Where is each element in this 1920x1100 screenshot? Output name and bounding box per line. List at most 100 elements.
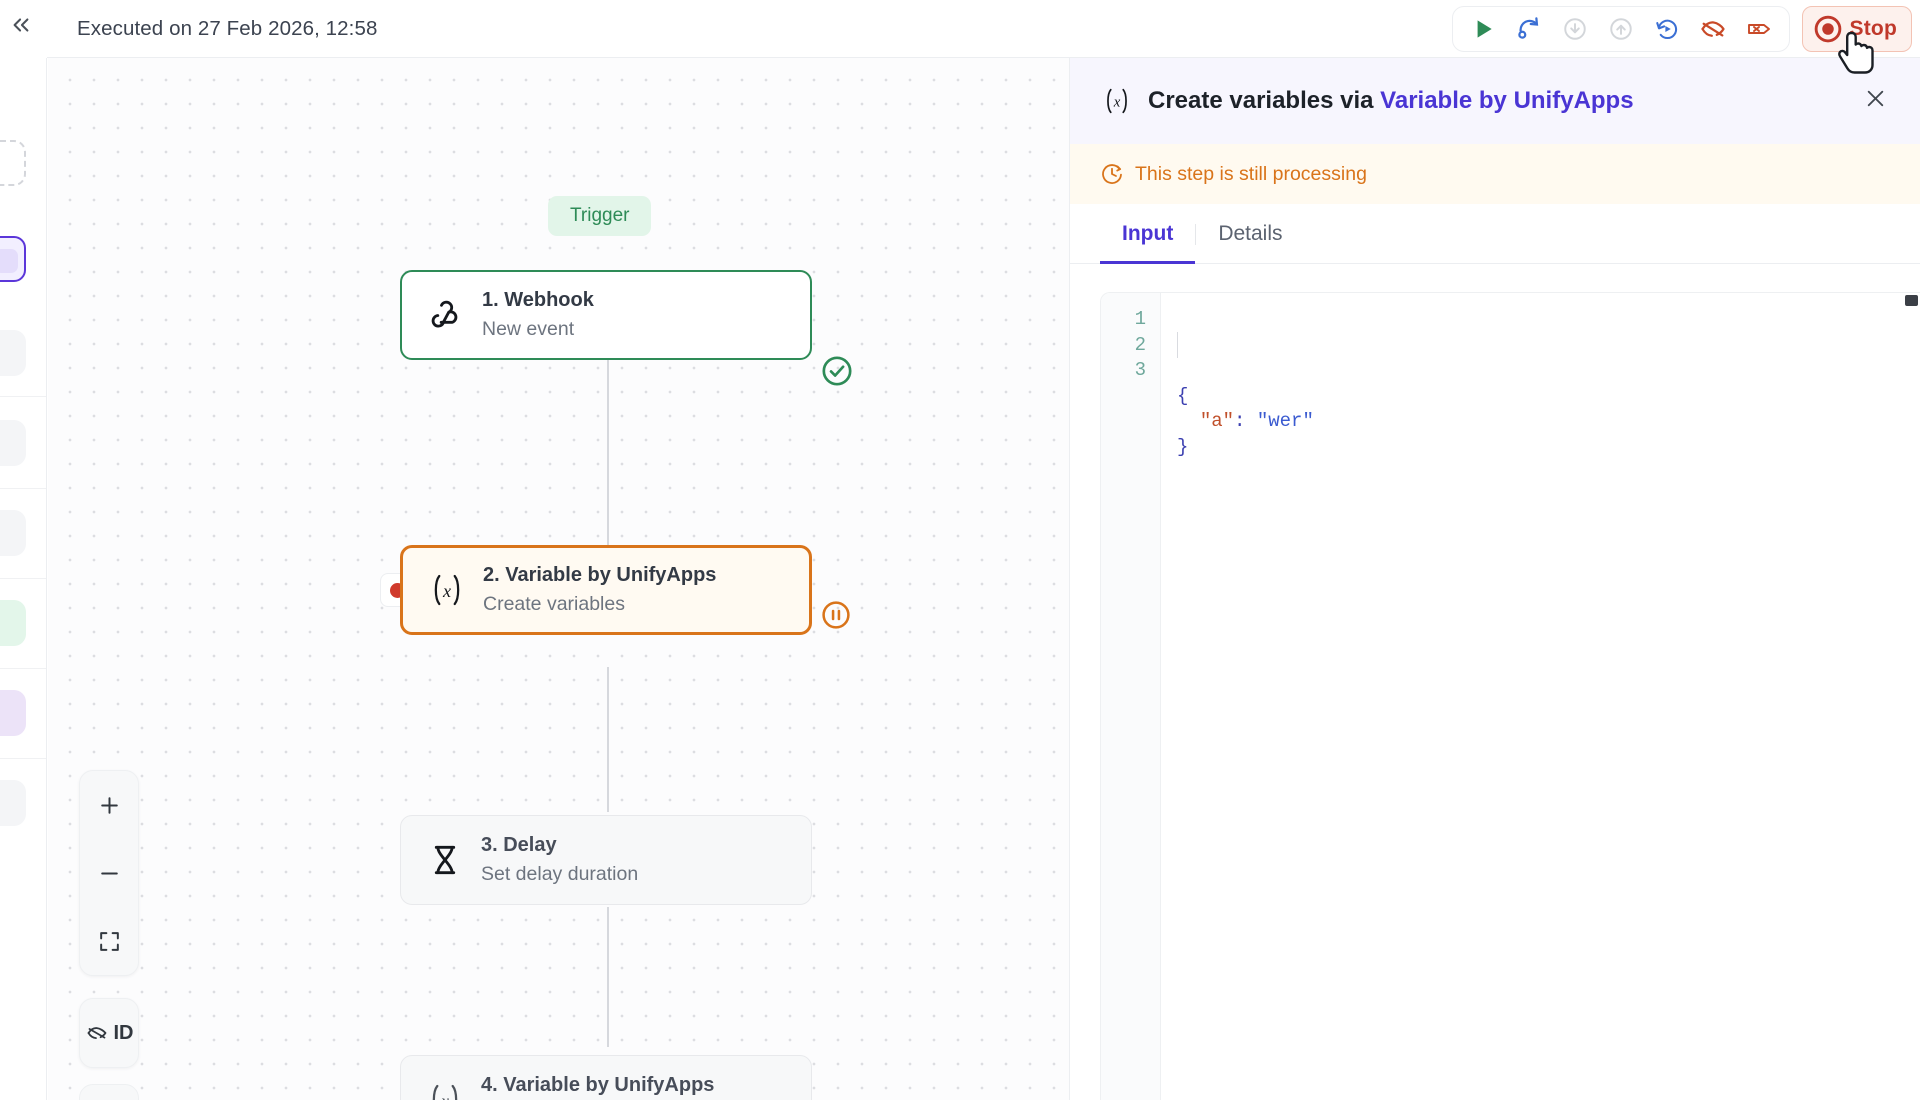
node-title: 4. Variable by UnifyApps xyxy=(481,1074,715,1097)
code-scrollbar-thumb[interactable] xyxy=(1905,295,1918,306)
hide-button[interactable] xyxy=(1693,12,1733,46)
node-title: 2. Variable by UnifyApps xyxy=(483,564,717,587)
action-icon-group xyxy=(1451,5,1790,52)
sidebar-item-placeholder[interactable] xyxy=(0,140,26,186)
node-subtitle: Create variables xyxy=(483,593,625,616)
sidebar-item-3[interactable] xyxy=(0,510,26,556)
sidebar-item-4[interactable] xyxy=(0,600,26,646)
fit-view-button[interactable] xyxy=(80,907,138,975)
svg-text:x: x xyxy=(440,1091,449,1100)
code-token: "a" xyxy=(1199,410,1235,432)
run-icon xyxy=(1477,19,1492,38)
eye-off-icon xyxy=(87,1027,106,1039)
processing-banner: This step is still processing xyxy=(1070,144,1920,204)
close-panel-button[interactable] xyxy=(1859,82,1892,120)
workflow-node-delay[interactable]: 3. Delay Set delay duration xyxy=(400,815,812,905)
node-text: 2. Variable by UnifyApps Create variable… xyxy=(483,561,716,618)
code-token: } xyxy=(1177,435,1189,458)
node-text: 4. Variable by UnifyApps Update variable… xyxy=(481,1071,714,1100)
step-detail-title-link[interactable]: Variable by UnifyApps xyxy=(1380,87,1634,114)
code-line: { xyxy=(1177,384,1920,410)
node-text: 3. Delay Set delay duration xyxy=(481,831,638,888)
step-detail-title-prefix: Create variables via xyxy=(1148,87,1381,114)
eye-off-icon xyxy=(1700,20,1725,37)
collapse-sidebar-button[interactable] xyxy=(4,8,38,42)
sidebar-item-5[interactable] xyxy=(0,690,26,736)
sidebar-item-active[interactable] xyxy=(0,236,26,282)
code-content[interactable]: { "a": "wer"} xyxy=(1161,293,1920,1100)
code-token: { xyxy=(1177,384,1189,407)
detail-tabs: Input Details xyxy=(1070,204,1920,264)
node-status-done xyxy=(820,354,854,393)
upload-button[interactable] xyxy=(1601,12,1641,46)
node-title: 1. Webhook xyxy=(482,289,594,312)
clock-icon xyxy=(1102,164,1122,184)
processing-banner-text: This step is still processing xyxy=(1135,162,1367,185)
zoom-out-button[interactable] xyxy=(80,839,138,907)
pause-circle-icon xyxy=(822,601,850,629)
code-token: "wer" xyxy=(1256,410,1314,432)
retry-icon xyxy=(1518,17,1539,39)
sidebar-item-1[interactable] xyxy=(0,330,26,376)
node-subtitle: Set delay duration xyxy=(481,863,639,886)
variable-icon: x xyxy=(419,1079,471,1100)
check-circle-icon xyxy=(822,356,852,386)
toggle-node-id-button[interactable]: ID xyxy=(79,998,139,1068)
stop-button-label: Stop xyxy=(1849,16,1897,40)
clear-logs-button[interactable] xyxy=(1739,12,1779,46)
sidebar-divider xyxy=(0,488,46,489)
hourglass-icon xyxy=(419,841,471,879)
replay-button[interactable] xyxy=(1647,12,1687,46)
node-text: 1. Webhook New event xyxy=(482,286,594,343)
node-subtitle: New event xyxy=(482,318,575,341)
workflow-canvas[interactable]: Trigger 31ms 1. Webhook New event xyxy=(48,58,1069,1100)
chevrons-left-icon xyxy=(13,18,29,32)
step-detail-panel: x Create variables via Variable by Unify… xyxy=(1069,58,1920,1100)
download-button[interactable] xyxy=(1555,12,1595,46)
step-detail-header: x Create variables via Variable by Unify… xyxy=(1070,58,1920,144)
sidebar-item-6[interactable] xyxy=(0,780,26,826)
workflow-node-variable-create[interactable]: x 2. Variable by UnifyApps Create variab… xyxy=(400,545,812,635)
tab-input[interactable]: Input xyxy=(1100,204,1196,264)
webhook-icon xyxy=(420,295,472,335)
left-sidebar-rail xyxy=(0,58,47,1100)
tab-details[interactable]: Details xyxy=(1218,222,1283,245)
node-id-label: ID xyxy=(113,1021,134,1044)
workflow-node-webhook[interactable]: 1. Webhook New event xyxy=(400,270,812,360)
edge-2-3 xyxy=(607,667,609,812)
workflow-node-variable-update[interactable]: x 4. Variable by UnifyApps Update variab… xyxy=(400,1055,812,1100)
close-icon xyxy=(1867,90,1884,107)
upload-icon xyxy=(1609,17,1632,40)
edge-1-2 xyxy=(607,316,609,568)
run-button[interactable] xyxy=(1463,12,1503,46)
svg-text:x: x xyxy=(1113,95,1121,111)
stop-button[interactable]: Stop xyxy=(1801,5,1912,52)
step-detail-title: Create variables via Variable by UnifyAp… xyxy=(1148,87,1634,115)
sidebar-divider xyxy=(0,758,46,759)
code-line-number: 3 xyxy=(1134,359,1146,381)
code-token: : xyxy=(1234,410,1257,432)
clear-logs-icon xyxy=(1747,23,1770,34)
sidebar-divider xyxy=(0,396,46,397)
zoom-in-button[interactable] xyxy=(80,771,138,839)
fit-screen-icon xyxy=(99,931,119,951)
sidebar-divider xyxy=(0,668,46,669)
sidebar-item-2[interactable] xyxy=(0,420,26,466)
variable-icon: x xyxy=(1107,88,1127,114)
minus-icon xyxy=(100,872,118,874)
trigger-pill: Trigger xyxy=(548,196,652,236)
variable-icon: x xyxy=(421,569,473,611)
indent-guide xyxy=(1177,332,1178,358)
zoom-controls xyxy=(79,770,139,976)
top-toolbar: Executed on 27 Feb 2026, 12:58 xyxy=(47,0,1920,58)
retry-button[interactable] xyxy=(1509,12,1549,46)
code-line: "a": "wer" xyxy=(1177,409,1920,435)
canvas-extra-panel[interactable] xyxy=(79,1084,139,1100)
edge-3-4 xyxy=(607,907,609,1047)
replay-icon xyxy=(1655,19,1677,39)
execution-timestamp: Executed on 27 Feb 2026, 12:58 xyxy=(77,16,378,40)
